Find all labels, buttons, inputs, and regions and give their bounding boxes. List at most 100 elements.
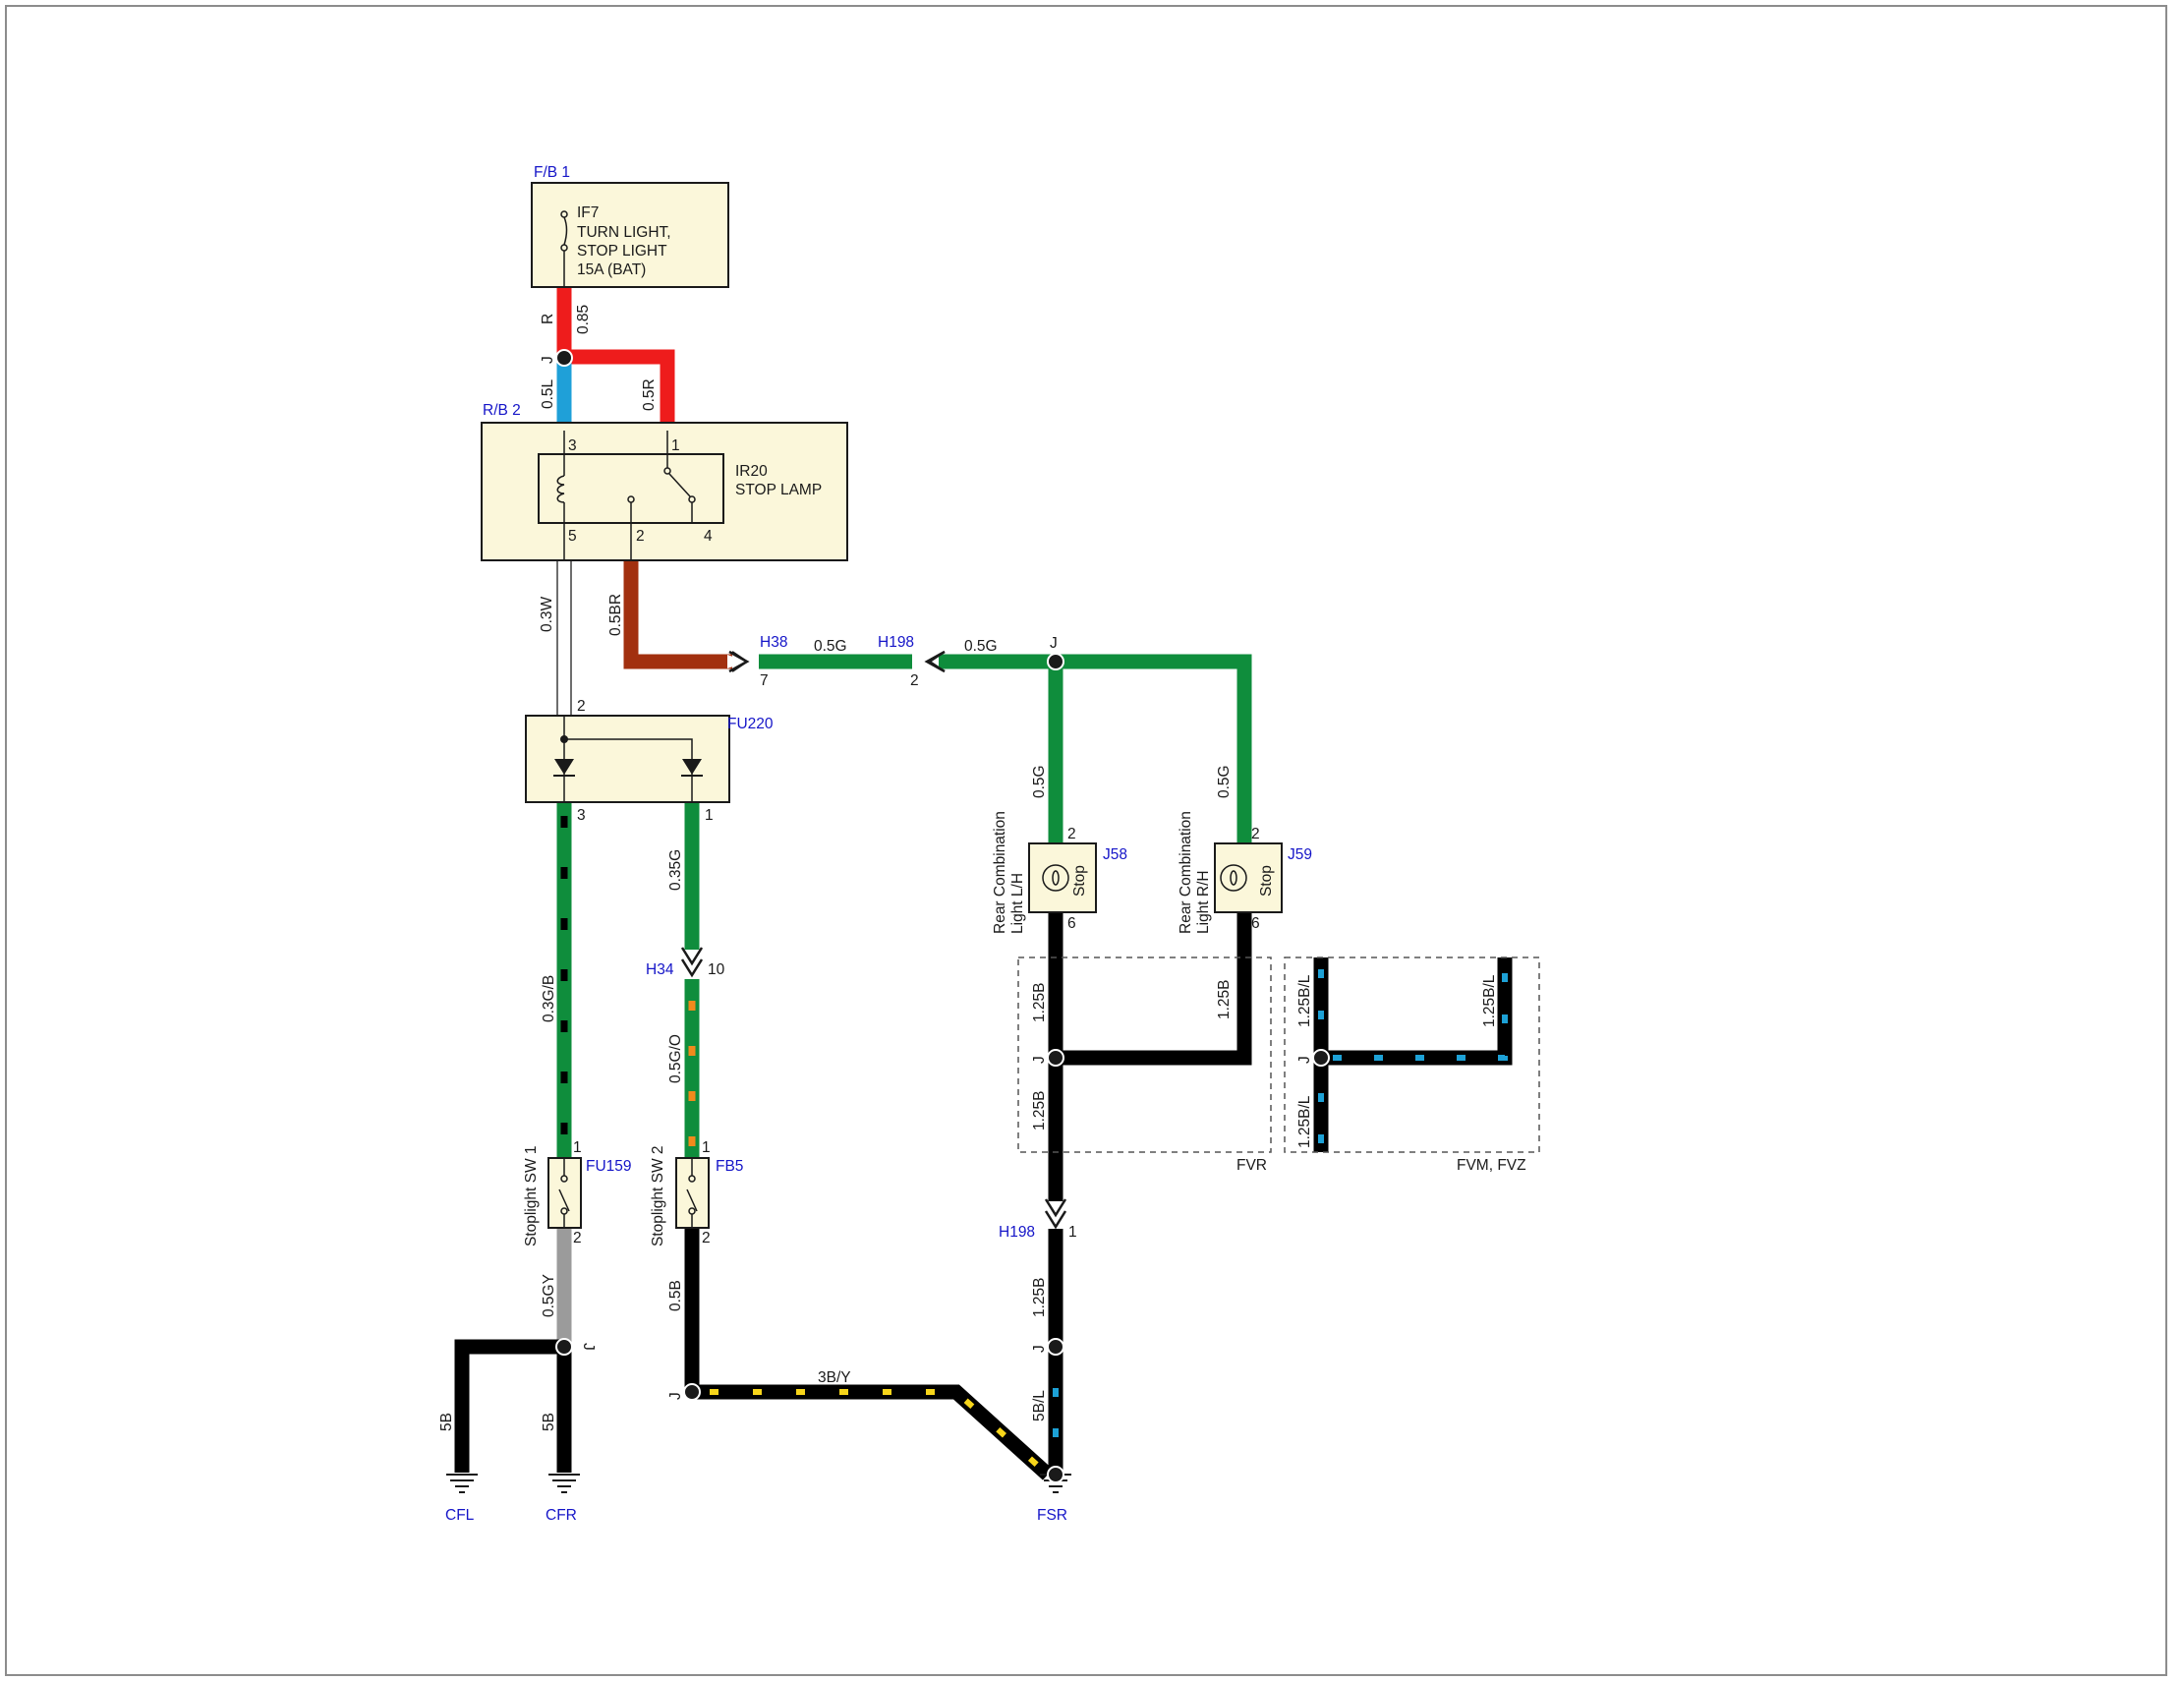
connector-h198-chevron [924,650,946,673]
junction-label-fvr: J [1031,1056,1048,1064]
wire-label-fvm-right: 1.25B/L [1481,974,1498,1027]
connector-h198-top-label: H198 [878,634,914,651]
relay-pin-3: 3 [568,437,577,454]
fu220-pin-out-right: 1 [705,807,714,824]
switch-2-pin-top: 1 [702,1139,711,1156]
wire-black-5b-cfl [454,1339,564,1473]
wire-label-05b: 0.5B [667,1280,684,1311]
wire-label-fvm-top: 1.25B/L [1296,974,1313,1027]
relay-coil-icon [556,431,565,560]
switch-2-name: Stoplight SW 2 [650,1145,666,1246]
lamp-j59-name-1: Rear Combination [1178,811,1194,934]
variant-box-fvm-fvz [1284,956,1540,1153]
wire-label-05l: 0.5L [540,378,556,409]
relay-box [481,422,848,561]
wire-fvm-horizontal-stripes [1333,957,1508,1061]
relay-pin-4: 4 [704,528,713,545]
ground-icon [446,1474,478,1493]
junction-dots [555,349,1330,1401]
wire-label-05gy: 0.5GY [541,1274,557,1317]
diode-icon [553,759,575,777]
connector-h198-bottom-pin: 1 [1068,1224,1077,1241]
relay-box-label: R/B 2 [483,402,521,419]
wire-black-125b-j59 [1056,912,1252,1066]
fuse-box [531,182,729,288]
relay-switch-icon [627,431,696,560]
fu220-pin-in: 2 [577,698,586,715]
relay-pin-1: 1 [671,437,680,454]
fuse-box-line-3: STOP LIGHT [577,243,667,260]
lamp-j58-label: J58 [1103,846,1127,863]
connector-h198-bottom-chevron [1044,1198,1067,1230]
junction-dot-icon [1047,653,1064,670]
switch-2-pin-bottom: 2 [702,1230,711,1246]
lamp-j59 [1214,842,1283,913]
wire-label-035g: 0.35G [667,849,684,891]
ground-cfl-label: CFL [445,1507,475,1524]
switch-1-pin-top: 1 [573,1139,582,1156]
fuse-box-label: F/B 1 [534,164,570,181]
wire-label-5b-cfl: 5B [438,1413,455,1431]
lamp-j59-name-2: Light R/H [1195,870,1212,934]
switch-2-label: FB5 [716,1158,743,1175]
lamp-icon [1220,864,1247,892]
wire-label-03w: 0.3W [539,596,555,632]
wire-label-j58: 0.5G [1031,765,1048,798]
fu220-block [525,715,730,803]
fu220-pin-out-left: 3 [577,807,586,824]
lamp-j59-pin-bottom: 6 [1251,915,1260,932]
diode-icon [681,759,703,777]
junction-label-green: J [1050,635,1058,652]
junction-dot-icon [683,1383,701,1401]
lamp-j58-name-2: Light L/H [1009,873,1026,934]
connector-h198-top-pin: 2 [910,672,919,689]
wire-label-05r: 0.5R [641,378,658,411]
wire-green-to-j59 [939,654,1252,843]
wire-label-fvm-bottom: 1.25B/L [1296,1095,1313,1148]
lamp-j58-pin-bottom: 6 [1067,915,1076,932]
relay-line-1: IR20 [735,463,768,480]
wire-label-r: R [540,314,556,324]
variant-fvr-label: FVR [1236,1157,1267,1174]
wire-label-05br: 0.5BR [607,594,624,636]
lamp-j58-text: Stop [1071,865,1088,897]
wire-label-j59-out: 1.25B [1216,979,1233,1019]
lamp-icon [1042,864,1069,892]
switch-icon [558,1158,570,1228]
page-frame [5,5,2167,1676]
relay-pin-5: 5 [568,528,577,545]
switch-1-name: Stoplight SW 1 [523,1145,540,1246]
junction-label-gy: J [580,1343,597,1351]
ground-cfr-label: CFR [546,1507,577,1524]
variant-box-fvr [1017,956,1272,1153]
variant-fvm-label: FVM, FVZ [1457,1157,1526,1174]
wire-label-green-1: 0.5G [814,638,847,655]
wire-red-05 [564,349,675,423]
connector-h34-chevron [680,947,704,979]
wire-label-j59: 0.5G [1216,765,1233,798]
junction-label-main: J [540,356,556,364]
lamp-j59-label: J59 [1288,846,1312,863]
stoplight-switch-1 [547,1157,582,1229]
wire-black-yellow-3by [692,1384,1054,1480]
lamp-j58-pin-top: 2 [1067,826,1076,842]
switch-1-pin-bottom: 2 [573,1230,582,1246]
connector-h34-pin: 10 [708,961,725,978]
connector-h198-bottom-label: H198 [999,1224,1035,1241]
junction-dot-icon [555,349,573,367]
wire-label-03gb: 0.3G/B [541,975,557,1022]
ground-icon [548,1474,580,1493]
relay-pin-2: 2 [636,528,645,545]
fuse-box-line-2: TURN LIGHT, [577,224,671,241]
junction-dot-icon [560,735,568,743]
fuse-box-line-1: IF7 [577,204,599,221]
wire-label-3by: 3B/Y [818,1369,851,1386]
lamp-j59-pin-top: 2 [1251,826,1260,842]
connector-h38-pin: 7 [760,672,769,689]
junction-dot-icon [555,1338,573,1356]
relay-line-2: STOP LAMP [735,482,822,498]
junction-dot-icon [1047,1049,1064,1067]
lamp-j59-text: Stop [1258,865,1275,897]
lamp-j58 [1028,842,1097,913]
